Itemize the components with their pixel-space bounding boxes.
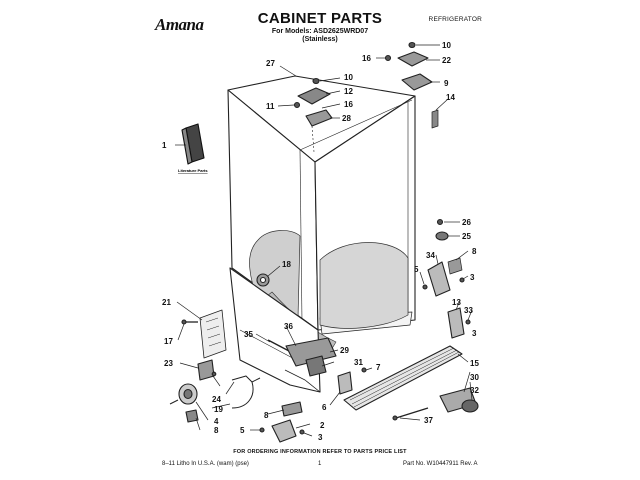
model-line: For Models: ASD2625WRD07: [271, 28, 369, 35]
part-number: Part No. W10447911 Rev. A: [403, 461, 478, 467]
callouts: 1 2 3 3 3 4 5 5 6 7 8 8 8 9 10 10 11 12 …: [162, 41, 479, 442]
title-block: CABINET PARTS For Models: ASD2625WRD07 (…: [245, 10, 395, 43]
callout-24: 24: [212, 395, 221, 404]
amana-logo: Amana: [155, 15, 204, 34]
callout-5-bottom: 5: [240, 426, 245, 435]
callout-37: 37: [424, 416, 433, 425]
mid-right-hinge: [422, 218, 465, 297]
callout-6: 6: [322, 403, 327, 412]
callout-1: 1: [162, 141, 167, 150]
leader-lines: [175, 44, 473, 437]
callout-4: 4: [214, 417, 219, 426]
literature-part-1: [181, 123, 205, 165]
callout-2: 2: [320, 421, 325, 430]
callout-8-hinge: 8: [472, 247, 477, 256]
side-panel-21: [199, 309, 227, 359]
grommet-18: [256, 273, 270, 287]
callout-27: 27: [266, 59, 275, 68]
toe-grille-15: [343, 345, 463, 411]
finish-line: (Stainless): [302, 36, 338, 43]
callout-19: 19: [214, 405, 223, 414]
callout-25: 25: [462, 232, 471, 241]
callout-21: 21: [162, 298, 171, 307]
callout-28: 28: [342, 114, 351, 123]
page-title: CABINET PARTS: [257, 10, 383, 27]
callout-31: 31: [354, 358, 363, 367]
callout-12: 12: [344, 87, 353, 96]
callout-16-mid: 16: [344, 100, 353, 109]
top-hinge-assembly: [293, 77, 333, 153]
ordering-note: FOR ORDERING INFORMATION REFER TO PARTS …: [233, 449, 407, 455]
callout-30: 30: [470, 373, 479, 382]
callout-29: 29: [340, 346, 349, 355]
callout-15: 15: [470, 359, 479, 368]
callout-10-top: 10: [442, 41, 451, 50]
page-number: 1: [318, 461, 322, 467]
literature-label: Literature Parts: [178, 168, 208, 173]
callout-35: 35: [244, 330, 253, 339]
callout-5-hinge: 5: [414, 265, 419, 274]
callout-17: 17: [164, 337, 173, 346]
bottom-center-parts: [259, 401, 305, 443]
upper-right-hinge: [384, 41, 439, 129]
callout-14: 14: [446, 93, 455, 102]
callout-33: 33: [464, 306, 473, 315]
callout-8-left: 8: [214, 426, 219, 435]
callout-11: 11: [266, 102, 275, 111]
callout-23: 23: [164, 359, 173, 368]
callout-8-bottom: 8: [264, 411, 269, 420]
callout-16-top: 16: [362, 54, 371, 63]
callout-22: 22: [442, 56, 451, 65]
callout-13: 13: [452, 298, 461, 307]
screw-17: [181, 319, 198, 325]
callout-18: 18: [282, 260, 291, 269]
callout-3-lower: 3: [472, 329, 477, 338]
callout-32: 32: [470, 386, 479, 395]
lower-left-parts: [169, 359, 261, 423]
callout-3-bottom: 3: [318, 433, 323, 442]
callout-26: 26: [462, 218, 471, 227]
callout-34: 34: [426, 251, 435, 260]
callout-3-hinge: 3: [470, 273, 475, 282]
base-rail-parts: [267, 337, 367, 395]
callout-7: 7: [376, 363, 381, 372]
callout-9: 9: [444, 79, 449, 88]
callout-36: 36: [284, 322, 293, 331]
litho-info: 8–11 Litho In U.S.A. (wam) (pse): [162, 461, 249, 467]
callout-10-mid: 10: [344, 73, 353, 82]
category-label: REFRIGERATOR: [428, 16, 482, 23]
roller-assembly: [392, 387, 479, 421]
